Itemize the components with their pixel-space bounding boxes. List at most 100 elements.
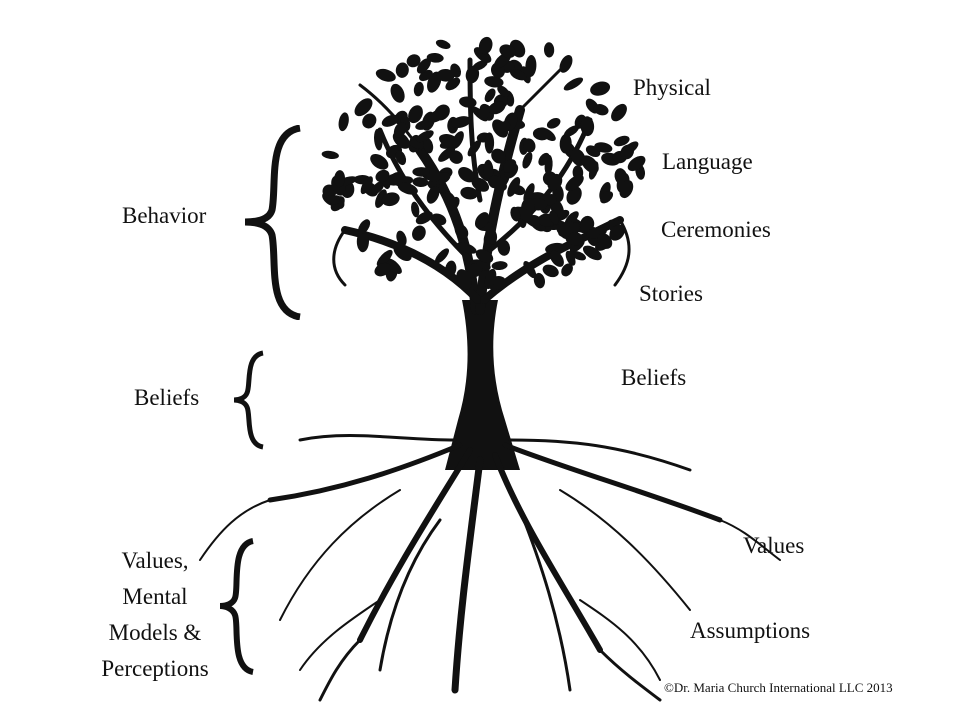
leaf: [423, 138, 434, 154]
copyright-notice: ©Dr. Maria Church International LLC 2013: [664, 680, 893, 695]
leaf: [478, 36, 493, 55]
leaf: [488, 101, 506, 115]
leaf: [475, 249, 494, 263]
brace-behavior: [244, 125, 301, 320]
leaf: [374, 262, 391, 277]
leaf: [381, 192, 400, 207]
leaf: [375, 189, 387, 208]
leaf: [522, 152, 533, 169]
leaf: [436, 68, 455, 82]
leaf: [412, 167, 430, 177]
leaf: [393, 244, 412, 262]
brace-values: [219, 538, 255, 675]
leaf: [434, 248, 450, 264]
leaf: [491, 261, 508, 271]
leaf: [360, 176, 373, 195]
label-values-right: Values: [743, 533, 805, 558]
leaf: [594, 142, 613, 153]
leaf: [565, 174, 584, 192]
label-assumptions: Assumptions: [690, 618, 811, 643]
leaf: [362, 113, 377, 129]
leaf: [493, 121, 511, 133]
leaf: [454, 224, 469, 239]
leaf: [543, 42, 555, 58]
leaf: [547, 173, 563, 191]
leaf: [473, 47, 492, 63]
label-physical: Physical: [633, 75, 711, 100]
leaf: [438, 146, 456, 162]
label-ceremonies: Ceremonies: [661, 217, 771, 242]
leaf: [600, 191, 614, 204]
leaf: [545, 242, 567, 255]
leaf: [456, 242, 477, 254]
leaf: [467, 263, 483, 278]
leaf: [483, 159, 494, 181]
leaf: [408, 105, 423, 124]
leaf: [449, 150, 463, 164]
leaf: [559, 133, 572, 154]
brace-beliefs: [233, 350, 264, 450]
leaf: [549, 210, 559, 225]
leaf: [460, 186, 478, 200]
leaf: [370, 153, 389, 170]
leaf: [609, 224, 625, 241]
leaf: [563, 77, 584, 91]
tree-roots: [199, 434, 781, 702]
leaf: [411, 201, 420, 218]
leaf: [497, 239, 511, 256]
leaf: [325, 195, 340, 205]
tree-leaves: [321, 36, 646, 291]
leaf: [561, 263, 573, 277]
leaf: [376, 249, 393, 267]
leaf: [613, 135, 630, 147]
leaf: [565, 250, 576, 266]
leaf: [580, 116, 595, 137]
leaf: [412, 177, 429, 188]
leaf: [465, 65, 480, 84]
leaf: [484, 132, 495, 154]
leaf: [395, 150, 407, 166]
label-stories: Stories: [639, 281, 703, 306]
leaf: [375, 169, 390, 183]
leaf: [471, 177, 490, 192]
label-values-mental-models-perceptions: Values, Mental Models & Perceptions: [92, 543, 218, 687]
leaf: [431, 213, 447, 226]
leaf: [566, 186, 582, 205]
leaf: [458, 167, 476, 183]
leaf: [416, 58, 431, 74]
label-beliefs-right: Beliefs: [621, 365, 687, 390]
leaf: [484, 88, 496, 103]
leaf: [582, 245, 602, 261]
leaf: [491, 148, 507, 164]
leaf: [619, 180, 634, 199]
leaf: [509, 69, 527, 81]
leaf: [395, 62, 409, 78]
leaf: [546, 117, 561, 129]
leaf: [459, 96, 477, 108]
leaf: [385, 258, 402, 274]
leaf: [499, 44, 516, 59]
leaf: [370, 181, 385, 195]
leaf: [445, 77, 461, 91]
leaf: [438, 134, 460, 148]
label-values-line-4: Perceptions: [101, 656, 209, 681]
label-values-line-2: Mental: [122, 584, 188, 609]
leaf: [523, 183, 535, 203]
leaf: [415, 211, 433, 225]
label-values-line-3: Models &: [108, 620, 202, 645]
leaf: [611, 103, 627, 122]
leaf: [413, 81, 424, 97]
tree-trunk: [445, 300, 520, 470]
leaf: [445, 260, 457, 277]
leaf: [597, 233, 613, 249]
leaf: [523, 138, 536, 153]
leaf: [450, 116, 471, 129]
leaf: [426, 52, 444, 63]
leaf: [593, 104, 609, 116]
leaf: [627, 155, 646, 172]
leaf: [559, 55, 573, 73]
leaf: [390, 83, 405, 103]
leaf: [484, 76, 504, 88]
